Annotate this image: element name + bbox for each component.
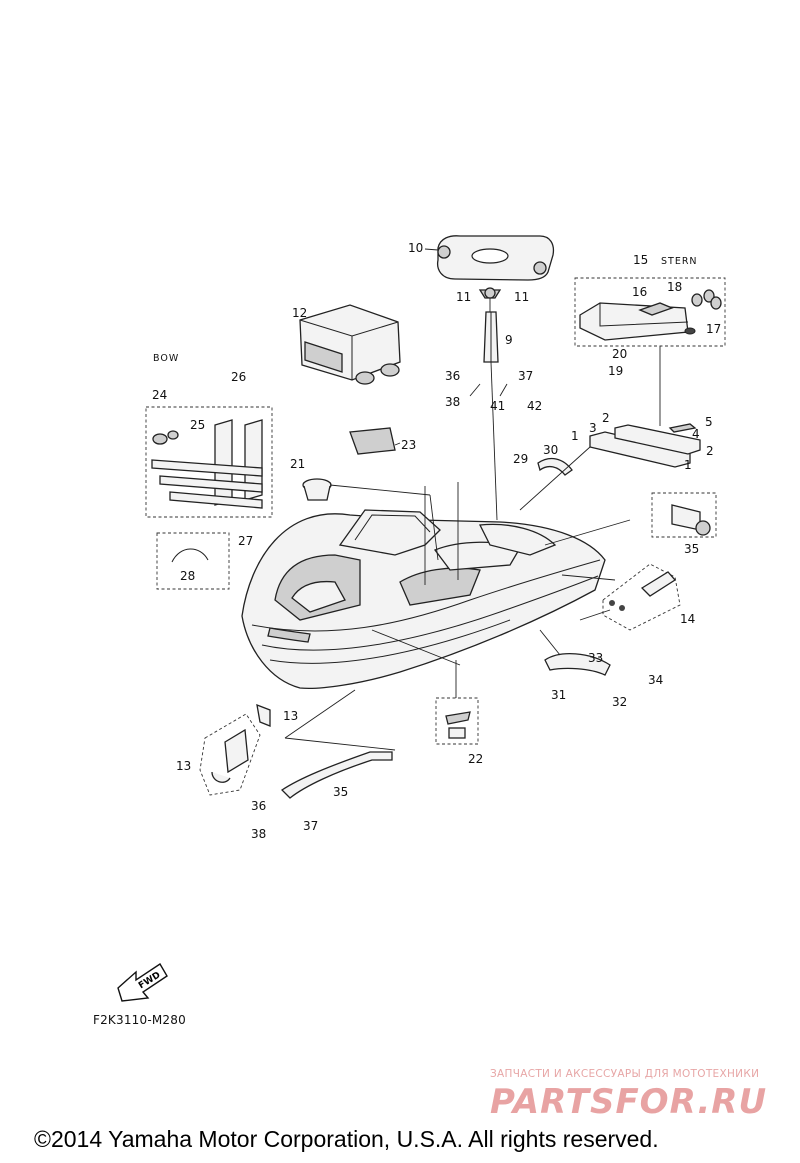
callout-10: 12 (292, 306, 307, 320)
part-21-light (349, 427, 396, 455)
callout-23: 25 (190, 418, 205, 432)
part-19-cup-holder (302, 478, 332, 501)
callout-5: 5 (705, 415, 713, 429)
callout-3: 3 (589, 421, 597, 435)
callout-39: 37 (518, 369, 533, 383)
part-29-handle (544, 653, 611, 676)
callout-27: 29 (513, 452, 528, 466)
part-8-9-fasteners (484, 287, 496, 299)
part-27-grab (537, 457, 573, 476)
callout-numbers: 10 11 11 9 12 15 16 18 17 20 19 36 37 38… (152, 241, 721, 841)
part-11-right-cleat (609, 571, 676, 611)
watermark-logo: PARTSFOR.RU (490, 1082, 768, 1122)
callout-7: 10 (408, 241, 423, 255)
callout-18: 20 (612, 347, 627, 361)
callout-14: 16 (632, 285, 647, 299)
callout-37: 35 (684, 542, 699, 556)
callout-42: 42 (527, 399, 542, 413)
callout-2: 2 (602, 411, 610, 425)
watermark-tagline: ЗАПЧАСТИ И АКСЕССУАРЫ ДЛЯ МОТОТЕХНИКИ (490, 1068, 760, 1080)
part-14-stern-fitting (579, 289, 722, 341)
callout-15: 17 (706, 322, 721, 336)
callout-26: 28 (180, 569, 195, 583)
diagram-code: F2K3110-M280 (93, 1013, 186, 1027)
callout-28: 30 (543, 443, 558, 457)
fwd-arrow-icon: FWD (117, 963, 168, 1002)
part-6-post (478, 289, 502, 363)
callout-17: 19 (608, 364, 623, 378)
callout-16: 18 (667, 280, 682, 294)
callout-40: 38 (445, 395, 460, 409)
callout-19: 21 (290, 457, 305, 471)
callout-12: 13 (283, 709, 298, 723)
callout-2b: 2 (706, 444, 714, 458)
part-10-cooler (299, 304, 401, 385)
part-33-tow-bar (280, 751, 393, 799)
callout-31: 33 (588, 651, 603, 665)
callout-20: 22 (468, 752, 483, 766)
part-37-plate (671, 504, 711, 536)
part-25-box (156, 532, 230, 590)
callout-8: 11 (514, 290, 529, 304)
callout-33: 35 (333, 785, 348, 799)
callout-1: 1 (571, 429, 579, 443)
callout-21: 23 (401, 438, 416, 452)
bow-label: BOW (153, 353, 179, 364)
callout-22: 24 (152, 388, 167, 402)
callout-35: 37 (303, 819, 318, 833)
part-7-hatch-cover (436, 235, 555, 281)
callout-4: 4 (692, 427, 700, 441)
callout-30: 32 (612, 695, 627, 709)
callout-29: 31 (551, 688, 566, 702)
leader-lines (284, 248, 661, 751)
copyright-notice: ©2014 Yamaha Motor Corporation, U.S.A. A… (34, 1126, 659, 1152)
boat-hull (241, 509, 606, 689)
stern-label: STERN (661, 256, 698, 267)
callout-41: 41 (490, 399, 505, 413)
callout-36: 38 (251, 827, 266, 841)
part-11-left-box (199, 713, 261, 796)
callout-11-right: 14 (680, 612, 695, 626)
callout-6: 9 (505, 333, 513, 347)
part-22-ladder (151, 419, 263, 509)
callout-1b: 1 (684, 458, 692, 472)
ladder-group-box (145, 406, 273, 518)
callout-11-left: 13 (176, 759, 191, 773)
part-37-box (651, 492, 717, 538)
part-20-cleat (445, 711, 471, 739)
part-11-right-box (602, 563, 681, 631)
callout-38: 36 (445, 369, 460, 383)
callout-13: 15 (633, 253, 648, 267)
part-11-left-cleat (211, 703, 271, 783)
callout-32: 34 (648, 673, 663, 687)
callout-34: 36 (251, 799, 266, 813)
part-25-hose (171, 548, 209, 563)
callout-24: 26 (231, 370, 246, 384)
stern-group-box (574, 277, 726, 347)
callout-9: 11 (456, 290, 471, 304)
callout-25: 27 (238, 534, 253, 548)
